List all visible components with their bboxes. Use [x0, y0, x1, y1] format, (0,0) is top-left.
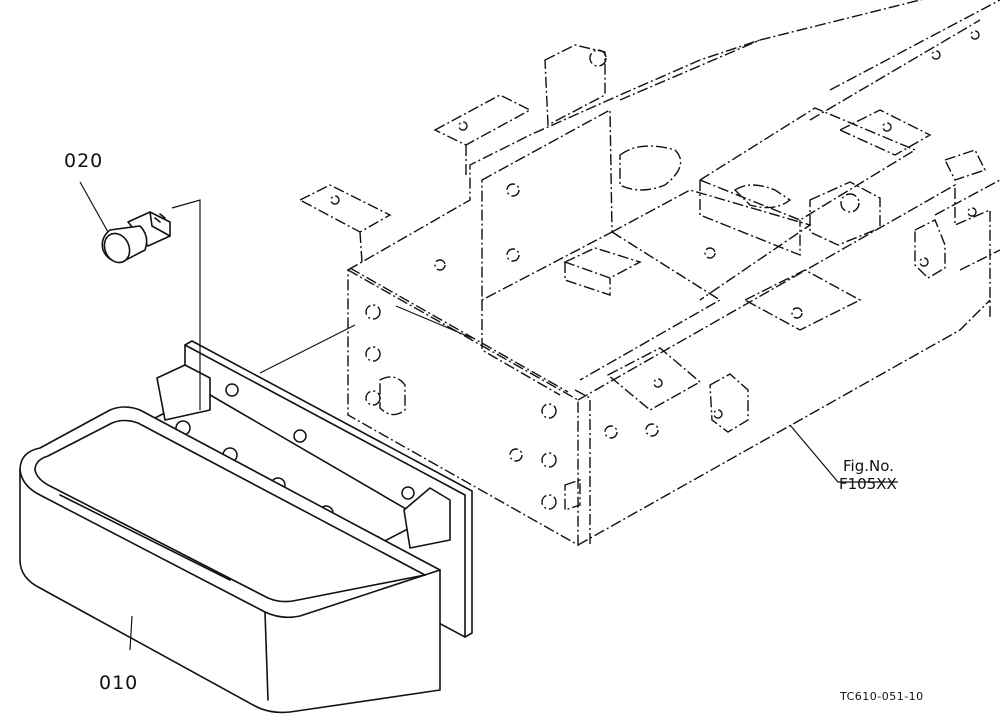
- callout-010: 010: [99, 672, 139, 694]
- tractor-frame-phantom: [298, 0, 1000, 547]
- counterweight-tray-010: [19, 340, 473, 714]
- bolt-020: [101, 211, 171, 264]
- drawing-code: TC610-051-10: [840, 690, 924, 703]
- fig-ref-number: F105XX: [839, 475, 897, 493]
- fig-ref-label: Fig.No.: [843, 457, 894, 475]
- alignment-lines: [79, 181, 898, 651]
- callout-020: 020: [64, 150, 104, 172]
